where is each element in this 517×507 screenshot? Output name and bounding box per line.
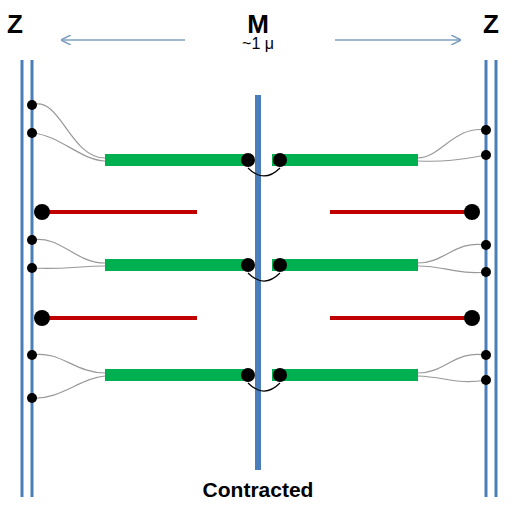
m-line — [255, 95, 261, 470]
length-label: ~1 μ — [242, 35, 274, 53]
z-label: Z — [483, 9, 499, 40]
z-label: Z — [7, 9, 23, 40]
m-label: M — [247, 9, 269, 40]
m-dot — [241, 153, 287, 382]
z-anchor-dot — [27, 100, 491, 403]
length-arrow — [62, 39, 185, 41]
length-arrow — [335, 39, 460, 41]
titin-filament — [32, 104, 486, 398]
actin-filament — [40, 212, 470, 318]
m-link — [248, 168, 280, 391]
state-caption: Contracted — [203, 478, 314, 502]
myosin-filament — [105, 154, 418, 381]
z-line — [22, 60, 496, 497]
